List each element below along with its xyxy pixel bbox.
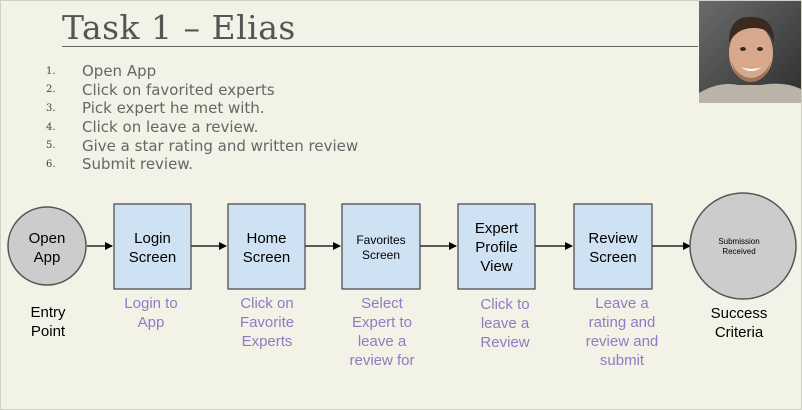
step-number: 6. [46,158,56,170]
person-photo [699,1,801,103]
list-item: 4. Click on leave a review. [40,118,358,137]
step-text: Click on favorited experts [82,80,275,99]
flow-node-label: Expert [475,220,519,237]
start-node-label: App [34,249,61,266]
end-node-label: Submission [718,237,759,246]
caption-expert: Click to leave a Review [480,296,530,351]
step-number: 5. [46,140,56,152]
caption-success: Success Criteria [710,305,768,341]
start-node-label: Open [29,230,66,247]
flow-node-login: Login Screen [113,203,192,290]
task-steps-list: 1.Open App 2.Click on favorited experts … [40,62,358,174]
flow-node-review: Review Screen [573,203,653,290]
caption-home: Click on Favorite Experts [239,295,295,350]
flow-node-label: Screen [129,249,177,266]
caption-favorites: Select Expert to leave a review for [349,295,415,369]
step-text: Click on leave a review. [82,118,259,137]
flow-node-label: Home [246,230,286,247]
step-number: 3. [46,102,56,114]
caption-login: Login to App [124,295,178,331]
title-divider [62,46,698,47]
caption-entry-point: Entry Point [30,304,66,340]
step-text: Give a star rating and written review [82,136,359,155]
flow-node-label: Profile [475,239,518,256]
list-item: 6. Submit review. [40,155,358,174]
end-node: Submission Received [689,192,797,300]
flow-node-expert-profile: Expert Profile View [457,203,536,290]
end-node-label: Received [722,247,755,256]
flow-node-label: Screen [243,249,291,266]
caption-review: Leave a rating and review and submit [585,295,659,369]
step-text: Pick expert he met with. [82,99,265,118]
flow-node-label: Screen [362,248,400,262]
step-number: 1. [46,65,56,77]
step-number: 2. [46,84,56,96]
flow-node-label: View [480,258,512,275]
page-title: Task 1 – Elias [62,8,296,47]
flow-node-favorites: Favorites Screen [341,203,421,290]
flow-node-label: Favorites [356,233,405,247]
list-item: 3. Pick expert he met with. [40,99,358,118]
start-node: Open App [7,206,87,286]
flow-node-label: Review [588,230,637,247]
person-photo-icon [699,1,801,103]
step-number: 4. [46,121,56,133]
list-item: 5. Give a star rating and written review [40,136,358,155]
flow-node-home: Home Screen [227,203,306,290]
step-text: Submit review. [82,155,193,174]
list-item: 1. Open App [40,62,358,81]
flow-node-label: Screen [589,249,637,266]
step-text: Open App [82,62,157,81]
flow-node-label: Login [134,230,171,247]
list-item: 2. Click on favorited experts [40,81,358,100]
